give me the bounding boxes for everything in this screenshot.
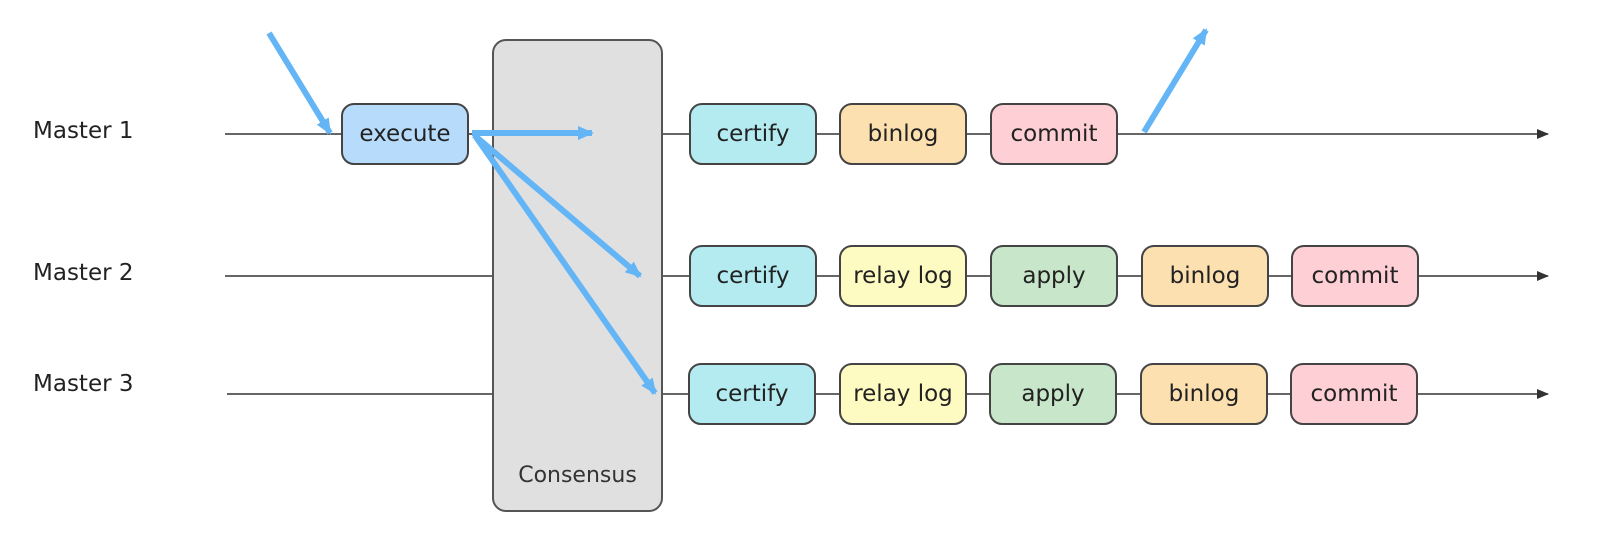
consensus-box: Consensus	[492, 39, 663, 512]
step-binlog: binlog	[1141, 245, 1269, 307]
step-commit: commit	[1291, 245, 1419, 307]
step-commit: commit	[1290, 363, 1418, 425]
row-label-master-3: Master 3	[33, 371, 134, 397]
step-apply: apply	[990, 245, 1118, 307]
step-execute: execute	[341, 103, 469, 165]
row-label-master-2: Master 2	[33, 260, 134, 286]
step-certify: certify	[688, 363, 816, 425]
step-certify: certify	[689, 103, 817, 165]
step-certify: certify	[689, 245, 817, 307]
step-relay-log: relay log	[839, 363, 967, 425]
row-label-master-1: Master 1	[33, 118, 134, 144]
step-apply: apply	[989, 363, 1117, 425]
step-binlog: binlog	[839, 103, 967, 165]
step-commit: commit	[990, 103, 1118, 165]
consensus-label: Consensus	[518, 463, 637, 488]
step-binlog: binlog	[1140, 363, 1268, 425]
step-relay-log: relay log	[839, 245, 967, 307]
